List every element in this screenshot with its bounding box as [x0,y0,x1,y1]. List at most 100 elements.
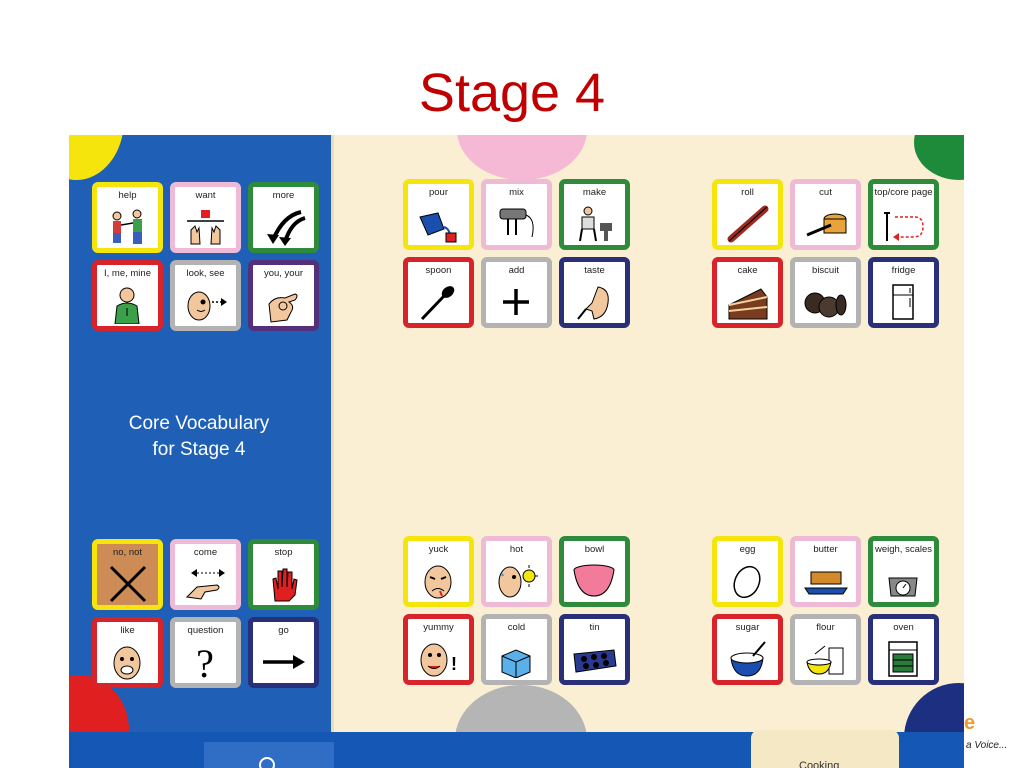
hands-reaching-icon [187,210,224,245]
eye-looking-icon [187,291,227,321]
symbol-card-yummy[interactable]: yummy ! [403,614,474,685]
biscuits-icon [804,292,847,318]
bowl-icon [573,564,615,597]
pink-dot-decoration [457,135,587,180]
card-label: like [120,625,135,636]
red-hand-icon [272,568,298,602]
disgusted-face-icon [424,565,452,599]
cake-slice-icon [728,288,768,320]
card-label: spoon [425,265,452,276]
svg-text:!: ! [451,654,457,674]
card-label: oven [893,622,914,633]
symbol-card-bowl[interactable]: bowl [559,536,630,607]
pointing-hand-icon [268,293,298,323]
card-label: I, me, mine [104,268,151,279]
symbol-card-roll[interactable]: roll [712,179,783,250]
card-label: go [278,625,289,636]
knife-cutting-icon [806,213,847,237]
symbol-card-pour[interactable]: pour [403,179,474,250]
card-label: want [195,190,216,201]
question-mark-icon: ? [196,643,214,681]
two-people-helping-icon [112,209,142,244]
symbol-card-want[interactable]: want [170,182,241,253]
card-label: make [582,187,607,198]
page-seam [331,135,334,768]
rolling-pin-icon [727,205,769,243]
symbol-card-more[interactable]: more [248,182,319,253]
card-label: more [272,190,295,201]
symbol-card-weigh-scales[interactable]: weigh, scales [868,536,939,607]
symbol-card-question[interactable]: question ? [170,617,241,688]
card-label: roll [741,187,754,198]
symbol-card-sugar[interactable]: sugar [712,614,783,685]
core-vocabulary-caption: Core Vocabulary for Stage 4 [109,411,289,463]
core-caption-line2: for Stage 4 [152,439,246,460]
person-self-icon [114,287,140,324]
symbol-card-spoon[interactable]: spoon [403,257,474,328]
card-label: add [508,265,525,276]
symbol-card-cold[interactable]: cold [481,614,552,685]
symbol-card-oven[interactable]: oven [868,614,939,685]
core-caption-line1: Core Vocabulary [128,413,270,434]
symbol-card-like[interactable]: like [92,617,163,688]
card-label: butter [813,544,838,555]
person-making-icon [579,206,612,242]
card-label: mix [509,187,524,198]
cross-icon [109,565,147,603]
symbol-card-flour[interactable]: flour [790,614,861,685]
symbol-card-biscuit[interactable]: biscuit [790,257,861,328]
butter-dish-icon [804,571,848,595]
symbol-card-fridge[interactable]: fridge [868,257,939,328]
card-label: flour [816,622,835,633]
green-dot-decoration [914,135,964,180]
symbol-card-mix[interactable]: mix [481,179,552,250]
card-label: tin [589,622,600,633]
symbol-card-look-see[interactable]: look, see [170,260,241,331]
symbol-card-go[interactable]: go [248,617,319,688]
sugar-bowl-icon [730,641,766,677]
symbol-card-cut[interactable]: cut [790,179,861,250]
card-label: no, not [112,547,143,558]
symbol-card-hot[interactable]: hot [481,536,552,607]
beckoning-hand-icon [185,569,225,600]
symbol-card-stop[interactable]: stop [248,539,319,610]
symbol-card-top-core-page[interactable]: top/core page [868,179,939,250]
card-label: hot [509,544,524,555]
card-label: cold [507,622,526,633]
symbol-card-you-your[interactable]: you, your [248,260,319,331]
symbol-card-egg[interactable]: egg [712,536,783,607]
symbol-card-i-me-mine[interactable]: I, me, mine [92,260,163,331]
page-return-arrow-icon [884,212,924,241]
symbol-card-tin[interactable]: tin [559,614,630,685]
kitchen-scales-icon [888,577,918,597]
card-label: weigh, scales [874,544,933,555]
spoon-icon [420,286,455,321]
symbol-card-help[interactable]: help [92,182,163,253]
logo-tagline: a Voice... [966,740,1008,751]
symbol-card-add[interactable]: add [481,257,552,328]
baking-tin-icon [573,649,617,673]
card-label: bowl [584,544,605,555]
card-label: question [187,625,224,636]
symbol-card-come[interactable]: come [170,539,241,610]
fridge-icon [892,284,914,320]
plus-icon [503,289,529,315]
cooking-tab[interactable] [751,730,899,768]
curved-arrows-icon [267,210,306,246]
card-label: fridge [891,265,916,276]
oven-icon [888,641,918,677]
card-label: egg [739,544,756,555]
symbol-card-no-not[interactable]: no, not [92,539,163,610]
symbol-card-taste[interactable]: taste [559,257,630,328]
card-label: yummy [423,622,454,633]
symbol-card-make[interactable]: make [559,179,630,250]
ice-cube-icon [501,649,531,678]
card-label: help [118,190,137,201]
cooking-tab-label: Cooking [799,760,840,768]
card-label: biscuit [812,265,839,276]
symbol-card-butter[interactable]: butter [790,536,861,607]
symbol-card-cake[interactable]: cake [712,257,783,328]
communication-board: Core Vocabulary for Stage 4 help want mo… [69,135,964,768]
card-label: top/core page [874,187,933,198]
symbol-card-yuck[interactable]: yuck [403,536,474,607]
